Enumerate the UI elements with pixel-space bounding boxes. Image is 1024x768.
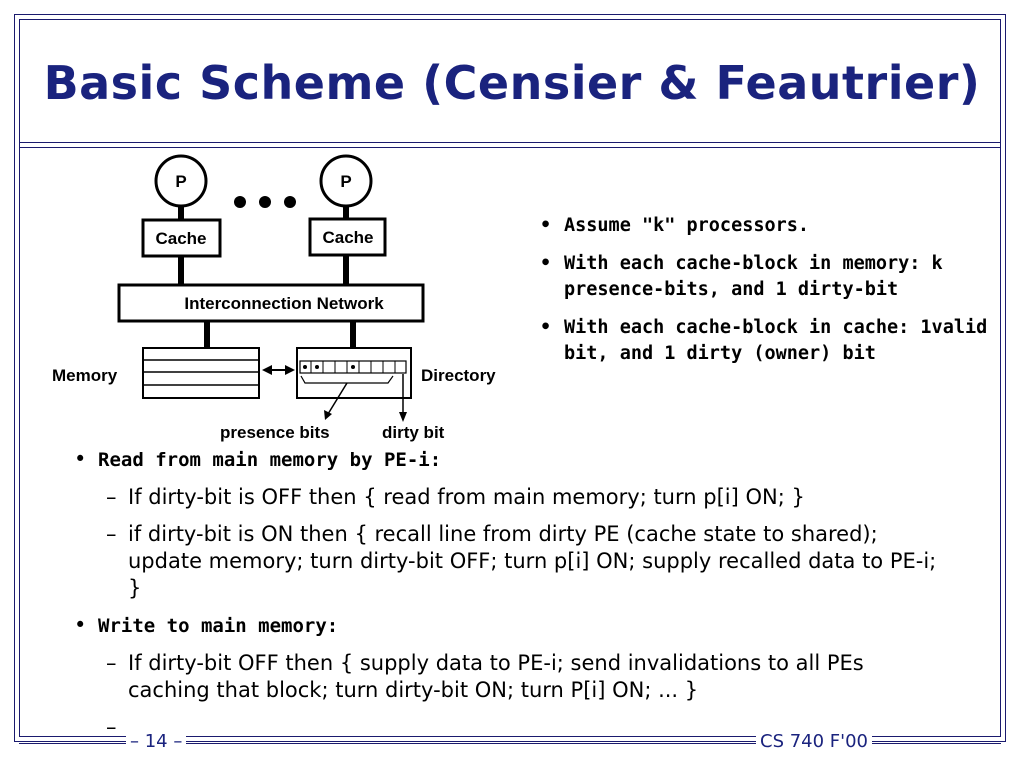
cache-left-label: Cache: [155, 229, 206, 248]
presence-bits-arrowhead: [324, 410, 332, 420]
write-heading-text: Write to main memory:: [98, 615, 339, 637]
processor-right-label: P: [340, 172, 351, 191]
ellipsis-dot-2: [259, 196, 271, 208]
bullet-dot: •: [540, 317, 552, 338]
read-rule-item: – if dirty-bit is ON then { recall line …: [70, 521, 950, 602]
presence-bit-set: [303, 365, 307, 369]
bullet-dot: •: [74, 447, 87, 471]
read-heading-text: Read from main memory by PE-i:: [98, 449, 442, 471]
protocol-list: • Read from main memory by PE-i: – If di…: [70, 446, 950, 751]
right-bullet-list: • Assume "k" processors. • With each cac…: [536, 213, 996, 379]
link-net-memory: [204, 321, 210, 348]
title-rule-top: [19, 142, 1001, 143]
cache-right-label: Cache: [322, 228, 373, 247]
memory-block: [142, 347, 260, 399]
slide-title: Basic Scheme (Censier & Feautrier): [43, 56, 981, 110]
right-bullet: • Assume "k" processors.: [536, 213, 996, 239]
read-rule-item: – If dirty-bit is OFF then { read from m…: [70, 484, 950, 511]
link-p-cache-left: [178, 206, 184, 220]
directory-label: Directory: [421, 366, 496, 385]
link-cache-net-left: [178, 256, 184, 285]
presence-bits-pointer: [327, 382, 348, 415]
right-bullet-text: With each cache-block in memory: k prese…: [564, 253, 943, 300]
write-rule-text: If dirty-bit OFF then { supply data to P…: [128, 651, 864, 702]
right-bullet: • With each cache-block in cache: 1valid…: [536, 315, 996, 367]
title-rule-bottom: [19, 147, 1001, 148]
footer-rule: [19, 741, 1001, 744]
arrowhead-right: [285, 365, 295, 375]
right-bullet: • With each cache-block in memory: k pre…: [536, 251, 996, 303]
bullet-dot: •: [74, 613, 87, 637]
write-section-heading: • Write to main memory:: [70, 612, 950, 640]
right-bullet-text: Assume "k" processors.: [564, 215, 810, 236]
processor-left-label: P: [175, 172, 186, 191]
ellipsis-dot-1: [234, 196, 246, 208]
presence-bits-label: presence bits: [220, 423, 330, 442]
dash-marker: –: [106, 485, 117, 509]
ellipsis-dot-3: [284, 196, 296, 208]
dirty-bit-label: dirty bit: [382, 423, 445, 442]
dirty-bit-arrowhead: [399, 412, 407, 422]
bullet-dot: •: [540, 253, 552, 274]
dash-marker: –: [106, 522, 117, 546]
right-bullet-text: With each cache-block in cache: 1valid b…: [564, 317, 988, 364]
dash-marker: –: [106, 651, 117, 675]
slide-frame-inner: [19, 19, 1001, 737]
read-section-heading: • Read from main memory by PE-i:: [70, 446, 950, 474]
memory-label: Memory: [52, 366, 118, 385]
write-rule-item: – If dirty-bit OFF then { supply data to…: [70, 650, 950, 704]
presence-bit-set: [315, 365, 319, 369]
course-label: CS 740 F'00: [756, 731, 872, 752]
dash-marker: –: [106, 715, 117, 739]
presence-bit-set: [351, 365, 355, 369]
interconnection-network: [117, 283, 425, 323]
link-cache-net-right: [343, 255, 349, 285]
read-rule-text: if dirty-bit is ON then { recall line fr…: [128, 522, 937, 600]
link-net-directory: [350, 321, 356, 348]
read-rule-text: If dirty-bit is OFF then { read from mai…: [128, 485, 805, 509]
page-number: – 14 –: [126, 731, 187, 752]
bullet-dot: •: [540, 215, 552, 236]
network-label: Interconnection Network: [184, 294, 384, 313]
arrowhead-left: [262, 365, 272, 375]
link-p-cache-right: [343, 206, 349, 219]
